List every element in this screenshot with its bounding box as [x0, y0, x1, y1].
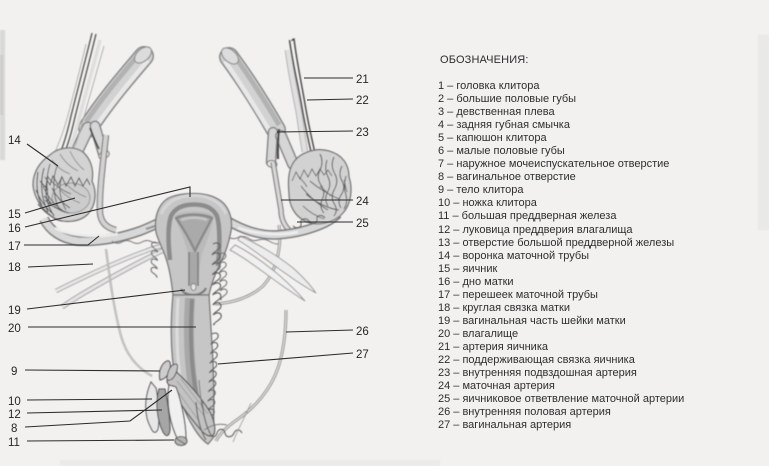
- svg-text:14: 14: [8, 135, 21, 147]
- svg-text:19: 19: [8, 305, 21, 317]
- svg-text:25: 25: [356, 218, 369, 230]
- svg-text:22: 22: [356, 95, 369, 107]
- svg-text:18: 18: [8, 262, 21, 274]
- svg-text:20: 20: [8, 323, 21, 335]
- svg-text:8: 8: [11, 423, 17, 435]
- svg-text:16: 16: [8, 223, 21, 235]
- svg-text:9: 9: [11, 366, 17, 378]
- svg-text:12: 12: [8, 409, 21, 421]
- svg-text:11: 11: [8, 437, 20, 449]
- svg-text:15: 15: [8, 209, 21, 221]
- svg-text:21: 21: [356, 74, 369, 86]
- svg-text:27: 27: [356, 349, 369, 361]
- svg-text:26: 26: [356, 326, 369, 338]
- svg-text:17: 17: [8, 241, 21, 253]
- svg-text:10: 10: [8, 396, 21, 408]
- svg-text:24: 24: [356, 196, 369, 208]
- svg-text:23: 23: [356, 127, 369, 139]
